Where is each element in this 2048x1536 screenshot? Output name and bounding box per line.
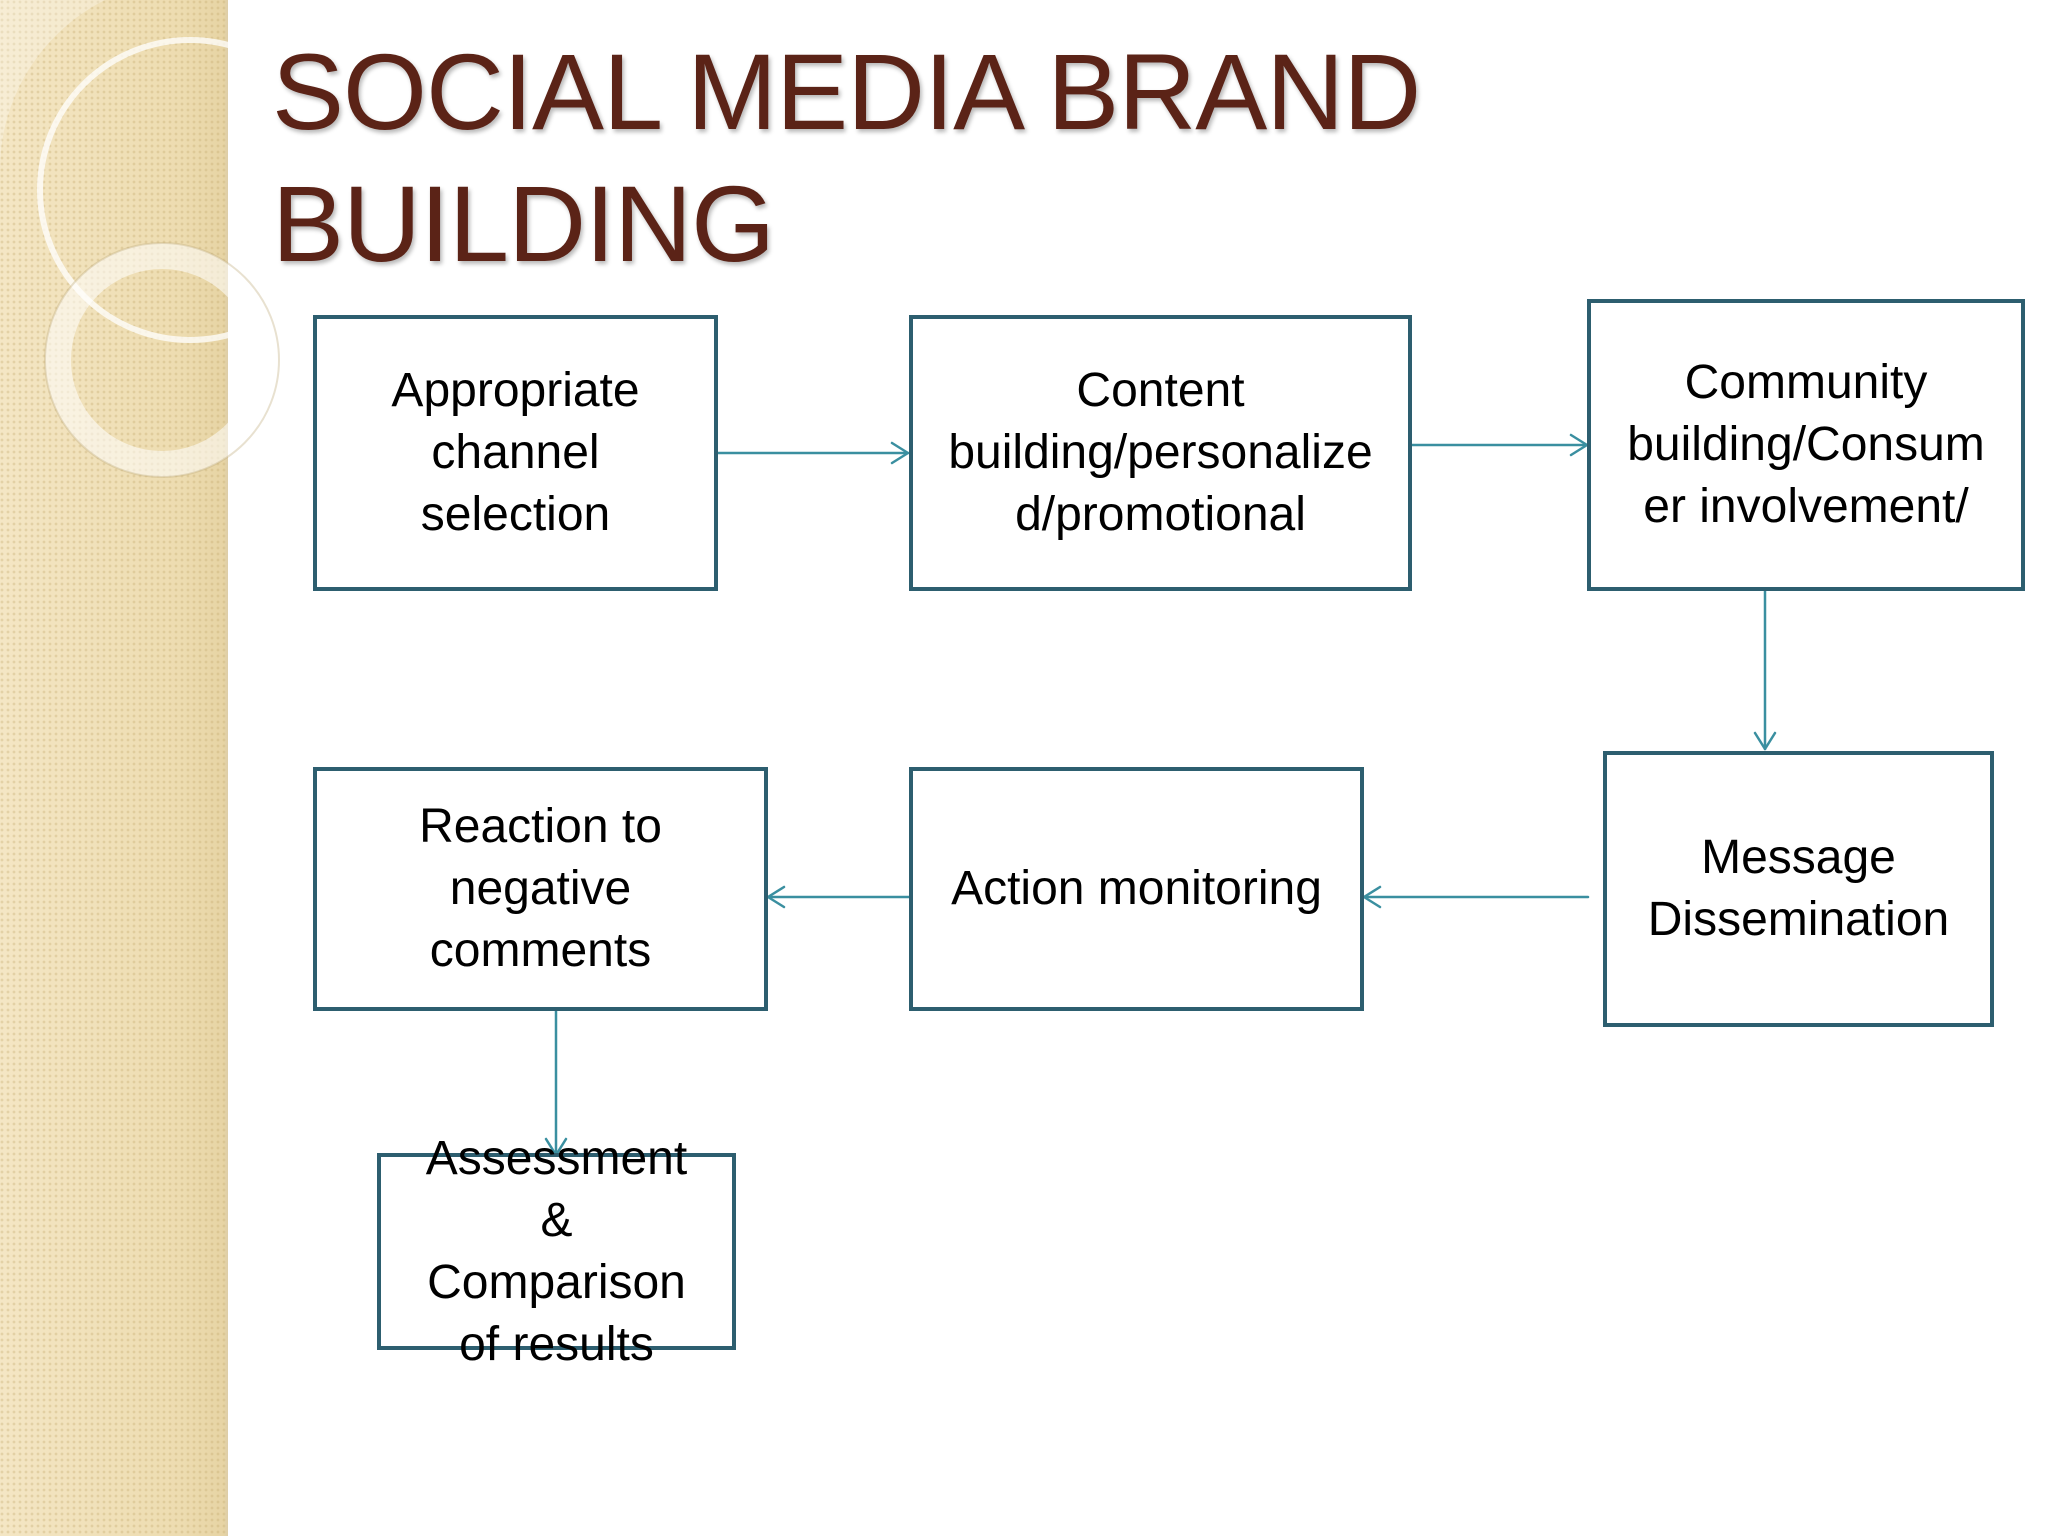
node-action-monitoring-text: Action monitoring <box>951 862 1322 915</box>
decorative-rings <box>0 0 343 478</box>
node-reaction-to-negative-comments: Reaction to negative comments <box>313 767 768 1011</box>
node-content-building-text: Content building/personalize d/promotion… <box>948 364 1373 541</box>
connector-community-to-message <box>1753 589 1777 751</box>
node-reaction-to-negative-comments-text: Reaction to negative comments <box>419 800 662 977</box>
node-assessment-comparison: Assessment & Comparison of results <box>377 1132 736 1371</box>
node-message-dissemination-text: Message Dissemination <box>1647 831 1950 946</box>
side-panel-edge <box>224 0 228 1536</box>
slide-title-line-1: SOCIAL MEDIA BRAND <box>272 31 1421 152</box>
connector-content-to-community <box>1410 433 1589 457</box>
node-assessment-comparison-text: Assessment & Comparison of results <box>425 1131 688 1371</box>
connector-message-to-action <box>1362 885 1590 909</box>
connector-channel-to-content <box>716 441 910 465</box>
node-community-building-text: Community building/Consum er involvement… <box>1627 356 1985 533</box>
node-action-monitoring: Action monitoring <box>909 767 1364 1011</box>
node-community-building: Community building/Consum er involvement… <box>1587 299 2025 591</box>
node-channel-selection-text: Appropriate channel selection <box>391 364 640 541</box>
connector-action-to-reaction <box>766 885 911 909</box>
node-message-dissemination: Message Dissemination <box>1603 751 1994 1027</box>
node-content-building: Content building/personalize d/promotion… <box>909 315 1412 591</box>
slide-title: SOCIAL MEDIA BRAND BUILDING <box>272 26 1972 290</box>
node-channel-selection: Appropriate channel selection <box>313 315 718 591</box>
slide-title-line-2: BUILDING <box>272 163 775 284</box>
